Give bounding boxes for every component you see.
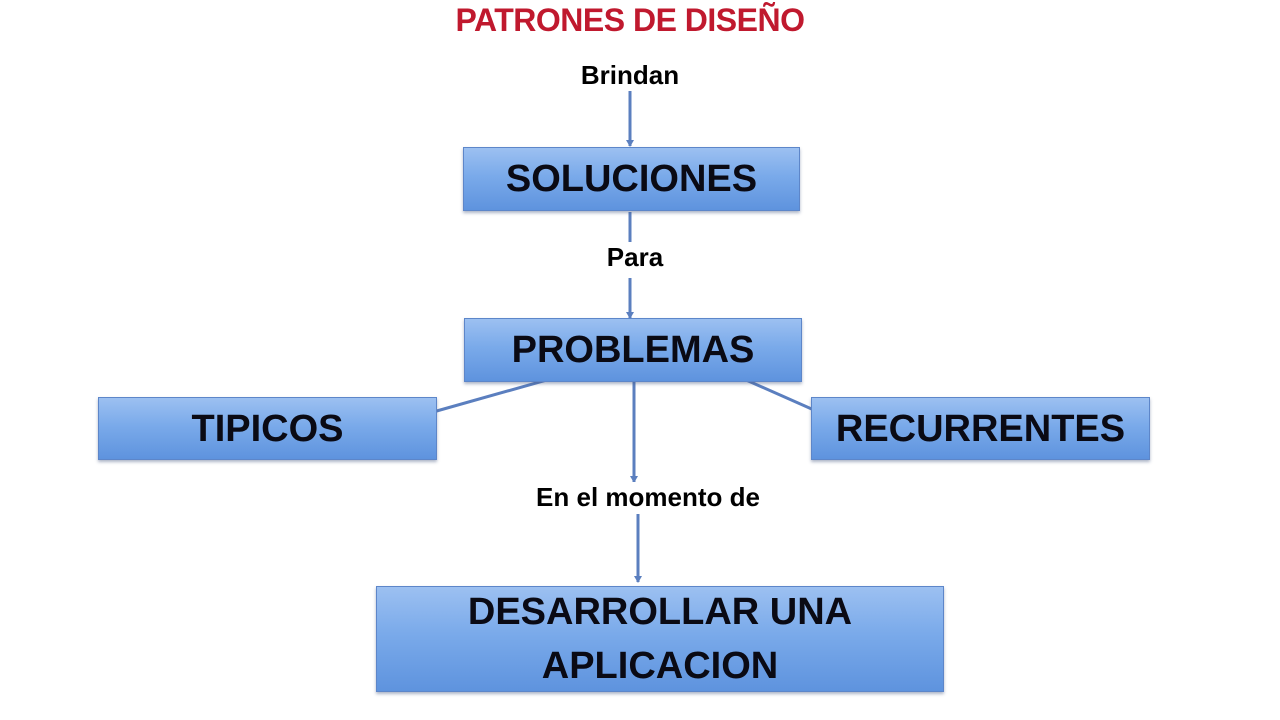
diagram-title: PATRONES DE DISEÑO xyxy=(455,2,805,38)
node-recurrentes: RECURRENTES xyxy=(811,397,1150,460)
label-para: Para xyxy=(594,242,676,273)
node-tipicos: TIPICOS xyxy=(98,397,437,460)
node-desarrollar-line1: DESARROLLAR UNA xyxy=(467,591,853,633)
node-soluciones: SOLUCIONES xyxy=(463,147,800,211)
label-brindan: Brindan xyxy=(568,60,692,91)
node-desarrollar-line2: APLICACION xyxy=(541,645,779,687)
label-en-el-momento: En el momento de xyxy=(510,482,786,513)
node-problemas: PROBLEMAS xyxy=(464,318,802,382)
node-desarrollar: DESARROLLAR UNA APLICACION xyxy=(376,586,944,692)
